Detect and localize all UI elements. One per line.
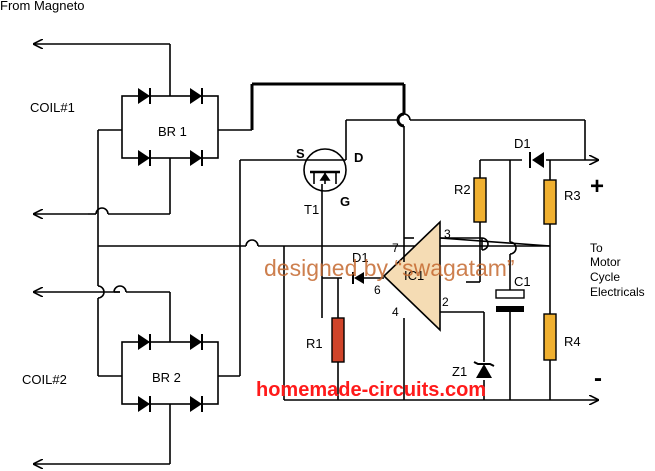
resistor-r2 xyxy=(473,177,487,223)
opamp-ic1 xyxy=(382,220,441,332)
t1-label: T1 xyxy=(304,202,319,217)
motor-label: Motor xyxy=(590,255,621,269)
gate-label: G xyxy=(340,194,350,209)
to-label: To xyxy=(590,241,603,255)
diode-d1-left xyxy=(352,272,364,284)
r3-label: R3 xyxy=(564,188,581,203)
minus-terminal-label: - xyxy=(594,365,602,392)
br1-label: BR 1 xyxy=(158,124,187,139)
br2-label: BR 2 xyxy=(152,370,181,385)
pin6-label: 6 xyxy=(374,283,381,297)
resistor-r3 xyxy=(543,179,557,225)
pin7-label: 7 xyxy=(392,241,399,255)
zener-z1 xyxy=(473,361,495,378)
bridge-br2-diodes xyxy=(138,334,203,412)
d1-right-label: D1 xyxy=(514,136,531,151)
bridge-br1-diodes xyxy=(138,88,203,166)
resistor-r4 xyxy=(543,313,557,361)
plus-terminal-label: + xyxy=(590,173,604,200)
r1-label: R1 xyxy=(306,336,323,351)
coil2-label: COIL#2 xyxy=(22,372,67,387)
r2-label: R2 xyxy=(454,182,471,197)
website-text: homemade-circuits.com xyxy=(256,379,486,401)
coil1-label: COIL#1 xyxy=(30,100,75,115)
pin3-label: 3 xyxy=(444,227,451,241)
capacitor-c1 xyxy=(495,289,525,312)
z1-label: Z1 xyxy=(452,364,467,379)
ic1-label: IC1 xyxy=(404,268,424,283)
d1-left-label: D1 xyxy=(352,250,369,265)
from-magneto-label: From Magneto xyxy=(0,0,85,13)
r4-label: R4 xyxy=(564,334,581,349)
pin4-label: 4 xyxy=(392,305,399,319)
pin2-label: 2 xyxy=(442,295,449,309)
wires xyxy=(34,44,598,464)
source-label: S xyxy=(296,146,305,161)
diode-d1-right xyxy=(529,152,544,168)
drain-label: D xyxy=(354,150,363,165)
mosfet-t1 xyxy=(303,148,347,192)
cycle-label: Cycle xyxy=(590,270,620,284)
c1-label: C1 xyxy=(514,274,531,289)
electricals-label: Electricals xyxy=(590,285,645,299)
watermark-text: designed by “swagatam” xyxy=(264,255,515,281)
resistor-r1 xyxy=(331,317,345,363)
